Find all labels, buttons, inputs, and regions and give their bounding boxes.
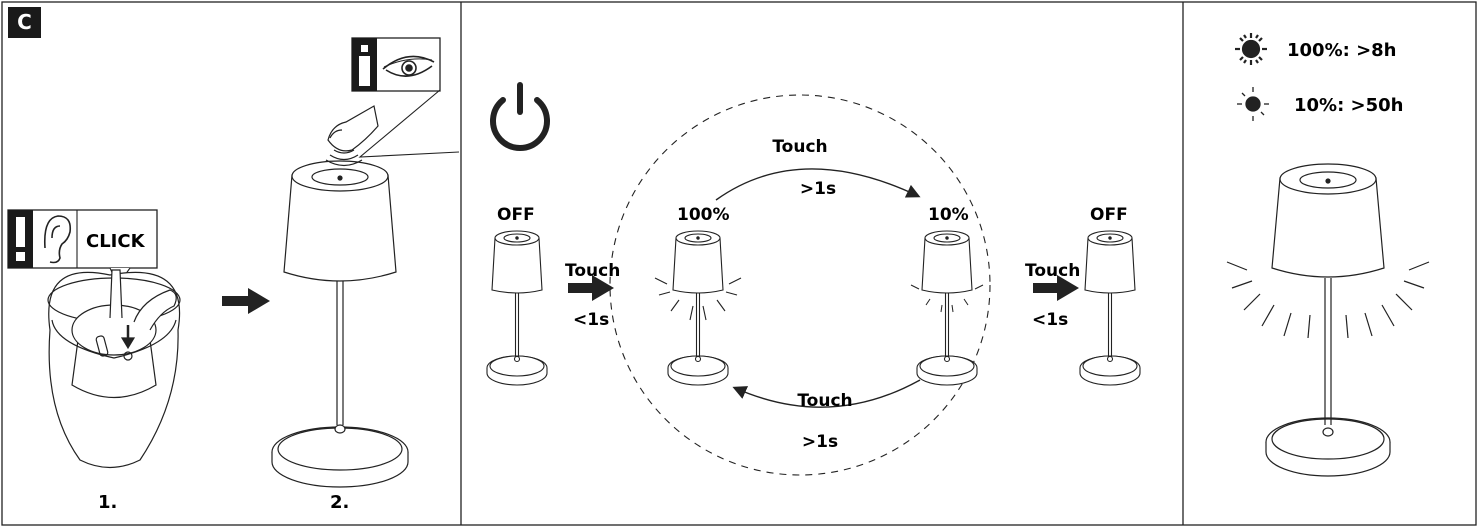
arrow-top — [715, 168, 921, 201]
lamp-icon — [271, 160, 409, 488]
touch-bottom-label: Touch — [797, 391, 852, 411]
power-icon — [490, 82, 550, 151]
lamp-off-left — [486, 230, 548, 386]
arrow-right-icon-right — [1033, 275, 1079, 301]
lamp-10 — [916, 230, 978, 386]
brightness-100-label: 100% — [677, 205, 730, 225]
off-right-label: OFF — [1090, 205, 1128, 225]
touch-right-label: Touch — [1025, 261, 1080, 281]
touch-top-time: >1s — [800, 179, 836, 199]
eye-icon — [382, 55, 435, 77]
touch-left-label: Touch — [565, 261, 620, 281]
lamp-icon-large — [1265, 163, 1391, 477]
touch-bottom-time: >1s — [802, 432, 838, 452]
rays-large — [1226, 261, 1430, 339]
runtime-full-label: 100%: >8h — [1287, 40, 1397, 61]
step2-label: 2. — [330, 492, 349, 513]
ear-icon — [43, 215, 72, 264]
arrow-down-icon — [120, 325, 136, 350]
brightness-10-label: 10% — [928, 205, 969, 225]
lamp-off-right — [1079, 230, 1141, 386]
callout-line — [358, 89, 460, 158]
rays-100 — [654, 277, 742, 321]
info-eye-box — [351, 37, 441, 92]
sun-icon — [1235, 33, 1267, 65]
touch-left-time: <1s — [573, 310, 609, 330]
step1-label: 1. — [98, 492, 117, 513]
arrow-right-icon — [222, 288, 270, 314]
dim-sun-icon — [1237, 87, 1269, 121]
cycle-circle — [609, 94, 991, 476]
touch-top-label: Touch — [772, 137, 827, 157]
arrow-right-icon-left — [568, 275, 614, 301]
rays-10 — [910, 284, 984, 313]
lamp-100 — [667, 230, 729, 386]
touch-right-time: <1s — [1032, 310, 1068, 330]
lamp-base-detail — [47, 269, 181, 469]
click-label: CLICK — [86, 231, 146, 252]
section-badge: C — [8, 7, 41, 38]
runtime-low-label: 10%: >50h — [1294, 95, 1404, 116]
arrow-bottom — [732, 379, 921, 408]
finger-icon — [325, 105, 379, 167]
off-left-label: OFF — [497, 205, 535, 225]
